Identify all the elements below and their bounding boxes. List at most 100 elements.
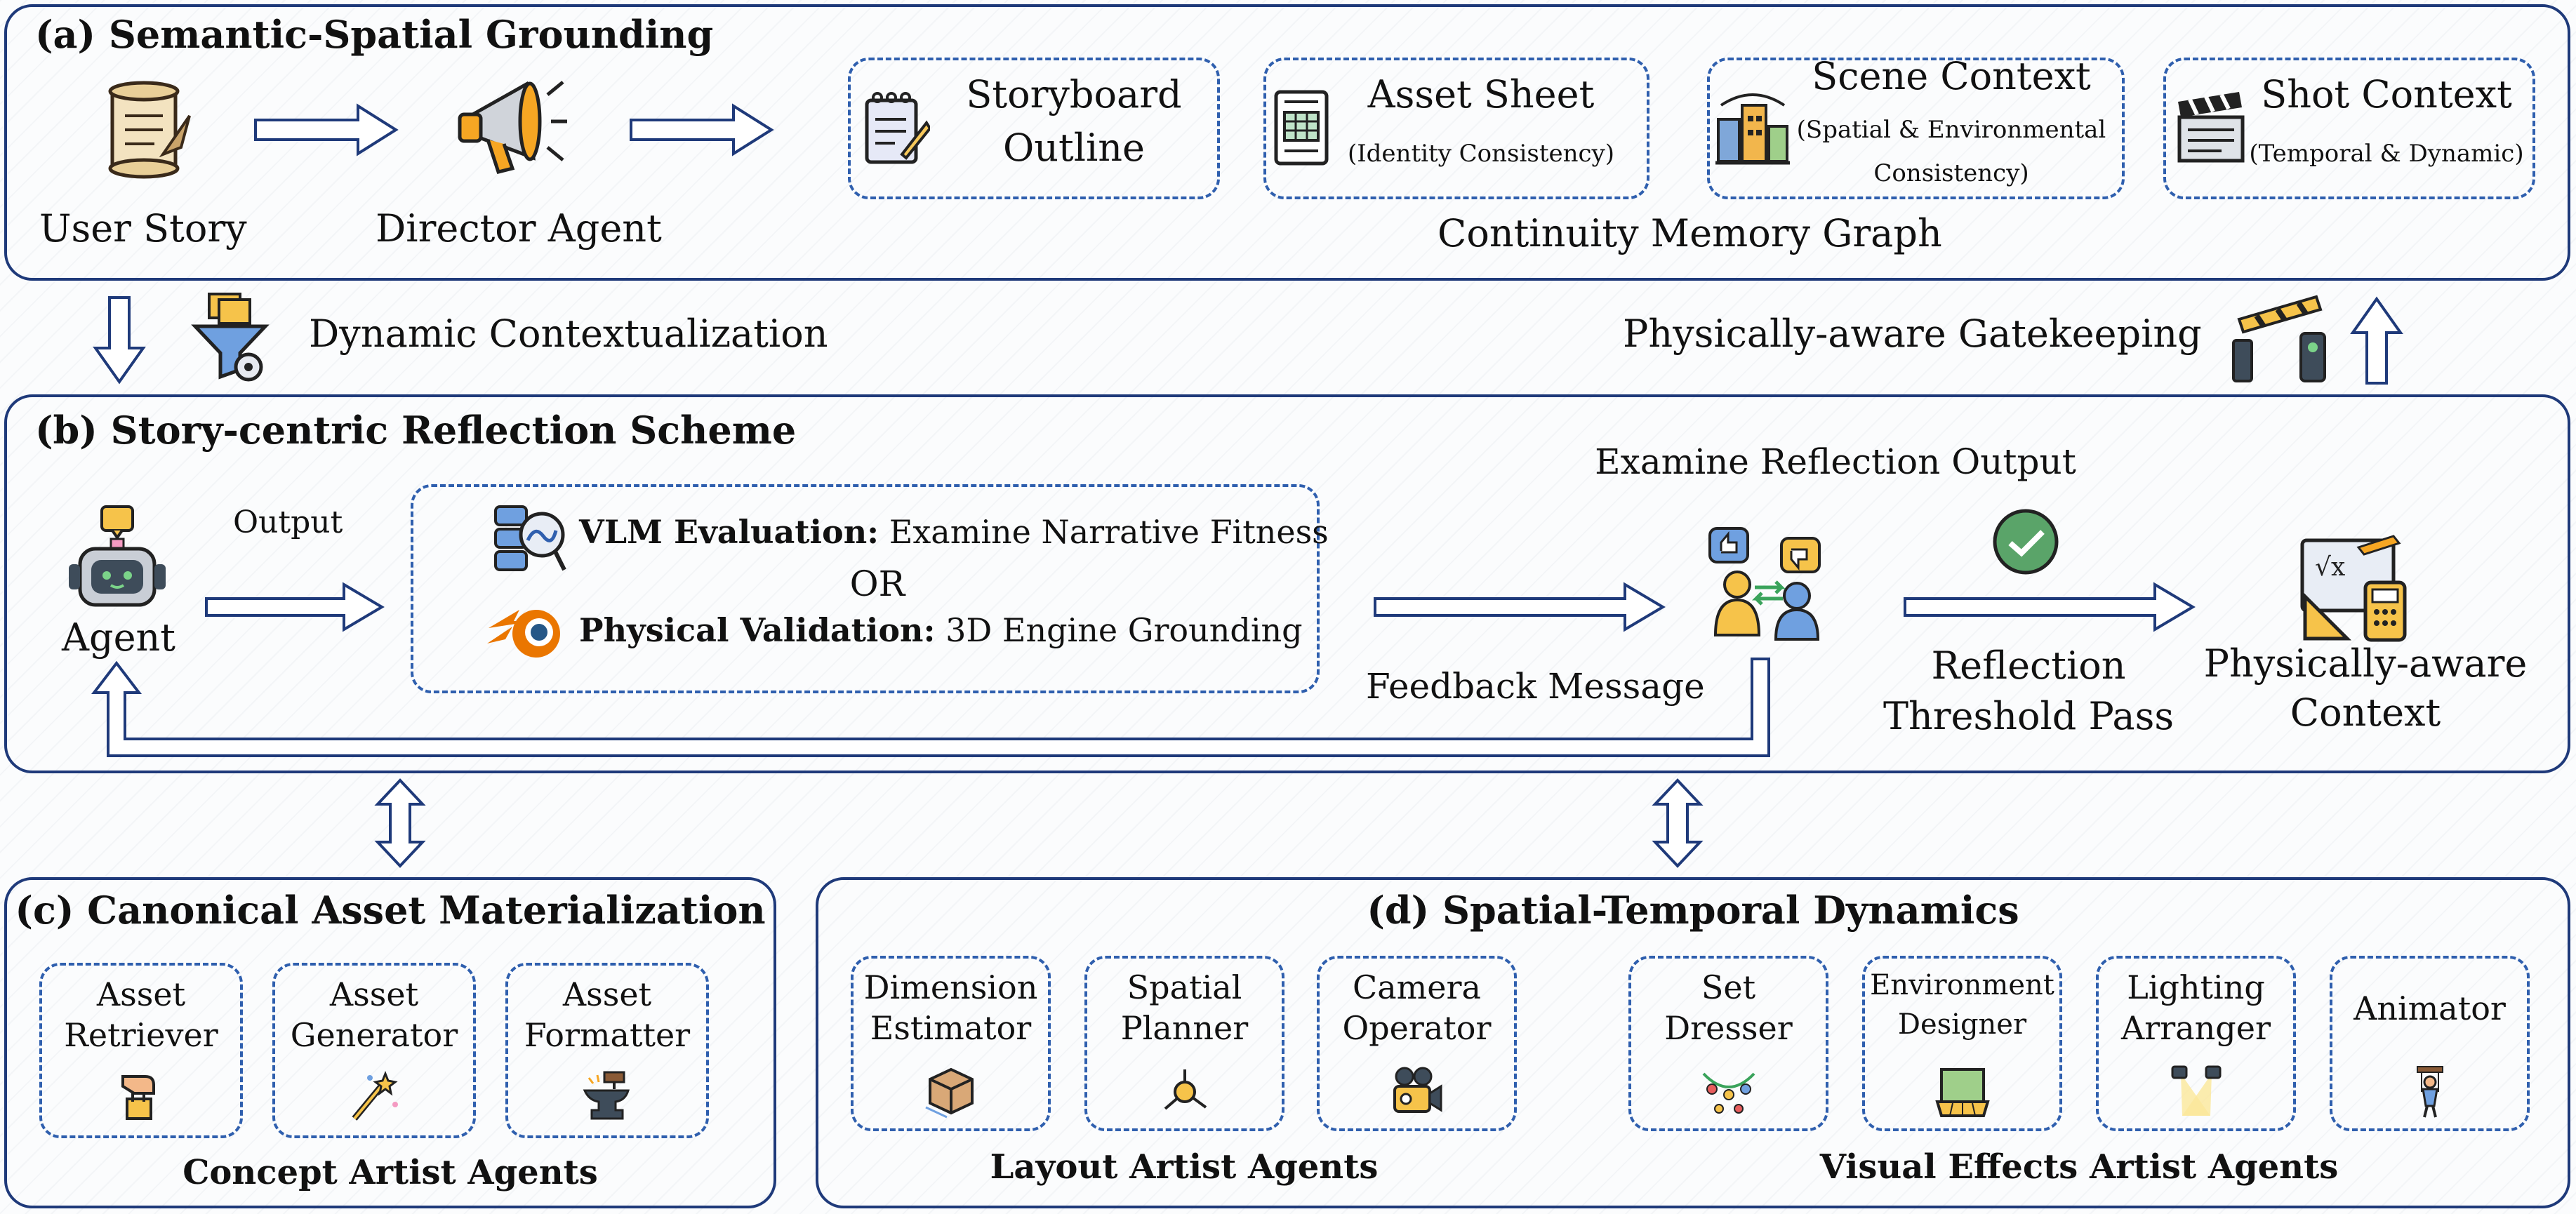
card-label-line2: Retriever <box>64 1016 218 1054</box>
layout-artist-agents-label: Layout Artist Agents <box>990 1147 1379 1187</box>
shot-context-title: Shot Context <box>2261 72 2512 116</box>
panel-b-title: (b) Story-centric Reflection Scheme <box>35 408 797 453</box>
card-label-line1: Set <box>1701 968 1756 1006</box>
physical-validation-text: Physical Validation: 3D Engine Grounding <box>579 612 1303 649</box>
shot-context-box <box>2163 58 2535 199</box>
panel-spatial-temporal-dynamics <box>816 877 2570 1208</box>
stage-icon <box>1934 1064 1991 1120</box>
dynamic-contextualization-label: Dynamic Contextualization <box>309 312 828 356</box>
agent-label: Agent <box>62 615 175 660</box>
card-label-line1: Asset <box>562 975 652 1013</box>
set-dresser-card: Set Dresser <box>1628 956 1828 1131</box>
card-label-line1: Asset <box>329 975 419 1013</box>
dimension-estimator-card: Dimension Estimator <box>851 956 1051 1131</box>
asset-sheet-sub: (Identity Consistency) <box>1347 140 1615 168</box>
panel-canonical-asset-materialization <box>4 877 776 1208</box>
arrow-bidirectional-c <box>372 778 428 869</box>
asset-sheet-box <box>1263 58 1649 199</box>
storyboard-outline-box <box>848 58 1220 199</box>
shot-context-sub: (Temporal & Dynamic) <box>2249 140 2524 168</box>
megaphone-icon <box>449 67 569 186</box>
axes-icon <box>1157 1064 1213 1120</box>
hand-box-icon <box>113 1069 169 1126</box>
panel-c-title: (c) Canonical Asset Materialization <box>15 888 766 933</box>
clapperboard-icon <box>2172 88 2250 165</box>
scene-context-sub1: (Spatial & Environmental <box>1796 116 2106 144</box>
card-label-line1: Environment <box>1870 969 2054 1001</box>
arrow-right <box>204 579 386 635</box>
vfx-artist-agents-label: Visual Effects Artist Agents <box>1819 1147 2339 1187</box>
storyboard-line2: Outline <box>1002 126 1146 170</box>
panel-reflection-scheme <box>4 394 2570 773</box>
card-label-line2: Generator <box>290 1016 458 1054</box>
vlm-brain-icon <box>491 500 569 577</box>
barrier-gate-icon <box>2225 291 2330 386</box>
city-scene-icon <box>1714 84 1791 168</box>
vlm-evaluation-bold: VLM Evaluation: <box>579 513 879 551</box>
card-label-line1: Lighting <box>2127 968 2265 1006</box>
or-label: OR <box>849 563 905 604</box>
card-label-line2: Dresser <box>1664 1009 1793 1047</box>
scene-context-title: Scene Context <box>1812 54 2091 98</box>
threshold-line1: Reflection <box>1931 643 2126 688</box>
card-label-line1: Animator <box>2353 989 2506 1027</box>
notepad-icon <box>860 88 930 168</box>
scroll-quill-icon <box>98 77 197 182</box>
arrow-up <box>2349 295 2405 386</box>
environment-designer-card: Environment Designer <box>1862 956 2062 1131</box>
arrow-bidirectional-d <box>1649 778 1706 869</box>
asset-retriever-card: Asset Retriever <box>39 963 243 1138</box>
spreadsheet-icon <box>1270 88 1334 168</box>
asset-sheet-title: Asset Sheet <box>1367 72 1595 116</box>
svg-text:√x: √x <box>2315 553 2345 582</box>
card-label-line1: Dimension <box>863 968 1038 1006</box>
spotlights-icon <box>2168 1064 2224 1120</box>
card-label-line1: Camera <box>1353 968 1481 1006</box>
director-agent-label: Director Agent <box>376 206 662 251</box>
check-circle-icon <box>1991 507 2061 577</box>
anvil-icon <box>579 1069 635 1126</box>
spatial-planner-card: Spatial Planner <box>1084 956 1284 1131</box>
camera-operator-card: Camera Operator <box>1317 956 1517 1131</box>
gatekeeping-label: Physically-aware Gatekeeping <box>1623 312 2202 356</box>
scene-context-box <box>1707 58 2125 199</box>
garland-icon <box>1701 1064 1757 1120</box>
lighting-arranger-card: Lighting Arranger <box>2096 956 2296 1131</box>
blender-logo-icon <box>484 600 569 663</box>
arrow-right <box>628 102 776 158</box>
card-label-line1: Spatial <box>1127 968 1242 1006</box>
asset-generator-card: Asset Generator <box>272 963 476 1138</box>
vlm-evaluation-rest: Examine Narrative Fitness <box>879 513 1329 551</box>
vlm-evaluation-text: VLM Evaluation: Examine Narrative Fitnes… <box>579 514 1329 551</box>
arrow-right <box>1902 579 2197 635</box>
card-label-line2: Planner <box>1120 1009 1249 1047</box>
concept-artist-agents-label: Concept Artist Agents <box>182 1153 598 1192</box>
scene-context-sub2: Consistency) <box>1873 159 2029 187</box>
panel-d-title: (d) Spatial-Temporal Dynamics <box>1367 888 2019 933</box>
card-label-line2: Arranger <box>2121 1009 2271 1047</box>
puppet-icon <box>2402 1064 2458 1120</box>
arrow-down <box>91 295 147 386</box>
card-label-line2: Designer <box>1897 1008 2027 1041</box>
continuity-memory-graph-label: Continuity Memory Graph <box>1438 211 1942 255</box>
arrow-right <box>253 102 400 158</box>
examine-reflection-label: Examine Reflection Output <box>1595 441 2076 482</box>
feedback-loop-arrow <box>91 656 1776 761</box>
output-label: Output <box>233 505 343 540</box>
panel-semantic-spatial-grounding <box>4 4 2570 281</box>
arrow-right <box>1372 579 1667 635</box>
animator-card: Animator <box>2330 956 2530 1131</box>
math-board-icon: √x <box>2295 533 2415 646</box>
card-label-line1: Asset <box>96 975 186 1013</box>
people-feedback-icon <box>1706 523 1832 642</box>
physically-aware-context-line2: Context <box>2290 691 2441 735</box>
card-label-line2: Formatter <box>524 1016 691 1054</box>
storyboard-line1: Storyboard <box>966 72 1182 116</box>
asset-formatter-card: Asset Formatter <box>505 963 709 1138</box>
card-label-line2: Operator <box>1342 1009 1492 1047</box>
panel-a-title: (a) Semantic-Spatial Grounding <box>35 12 714 57</box>
video-camera-icon <box>1389 1064 1445 1120</box>
threshold-line2: Threshold Pass <box>1883 694 2175 738</box>
feedback-message-label: Feedback Message <box>1366 666 1705 707</box>
evaluation-box <box>411 484 1320 693</box>
